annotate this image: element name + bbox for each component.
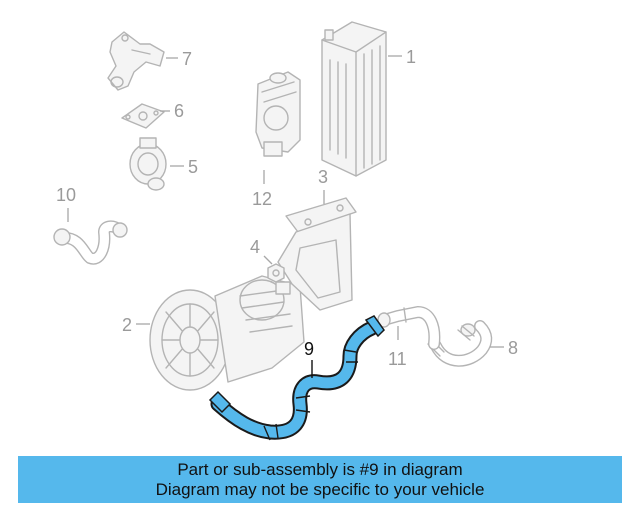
part-info-banner: Part or sub-assembly is #9 in diagram Di… bbox=[18, 456, 622, 503]
callout-11: 11 bbox=[388, 349, 407, 369]
callout-1: 1 bbox=[406, 47, 417, 67]
callout-10: 10 bbox=[56, 185, 77, 205]
callout-6: 6 bbox=[174, 101, 185, 121]
banner-line-disclaimer: Diagram may not be specific to your vehi… bbox=[155, 479, 485, 499]
part-11-hose bbox=[377, 305, 441, 350]
parts-diagram bbox=[53, 21, 504, 441]
part-6-gasket bbox=[121, 103, 165, 129]
part-2-air-pump bbox=[149, 275, 305, 391]
callout-2: 2 bbox=[122, 315, 133, 335]
banner-line-part-number: Part or sub-assembly is #9 in diagram bbox=[177, 459, 463, 479]
callout-8: 8 bbox=[508, 338, 519, 358]
callout-12: 12 bbox=[252, 189, 273, 209]
part-4-nut bbox=[267, 263, 285, 283]
part-10-hose bbox=[53, 220, 128, 265]
callout-7: 7 bbox=[182, 49, 193, 69]
callout-4: 4 bbox=[250, 237, 261, 257]
callout-9: 9 bbox=[304, 339, 315, 359]
callout-5: 5 bbox=[188, 157, 199, 177]
part-5-valve bbox=[129, 137, 167, 191]
part-12-egr-valve bbox=[255, 71, 301, 157]
part-1-cooler bbox=[321, 21, 387, 177]
callout-3: 3 bbox=[318, 167, 329, 187]
part-7-pipe bbox=[107, 31, 165, 91]
part-3-bracket bbox=[277, 197, 357, 311]
part-9-hose-highlighted bbox=[208, 315, 385, 441]
leader-4 bbox=[263, 255, 273, 265]
